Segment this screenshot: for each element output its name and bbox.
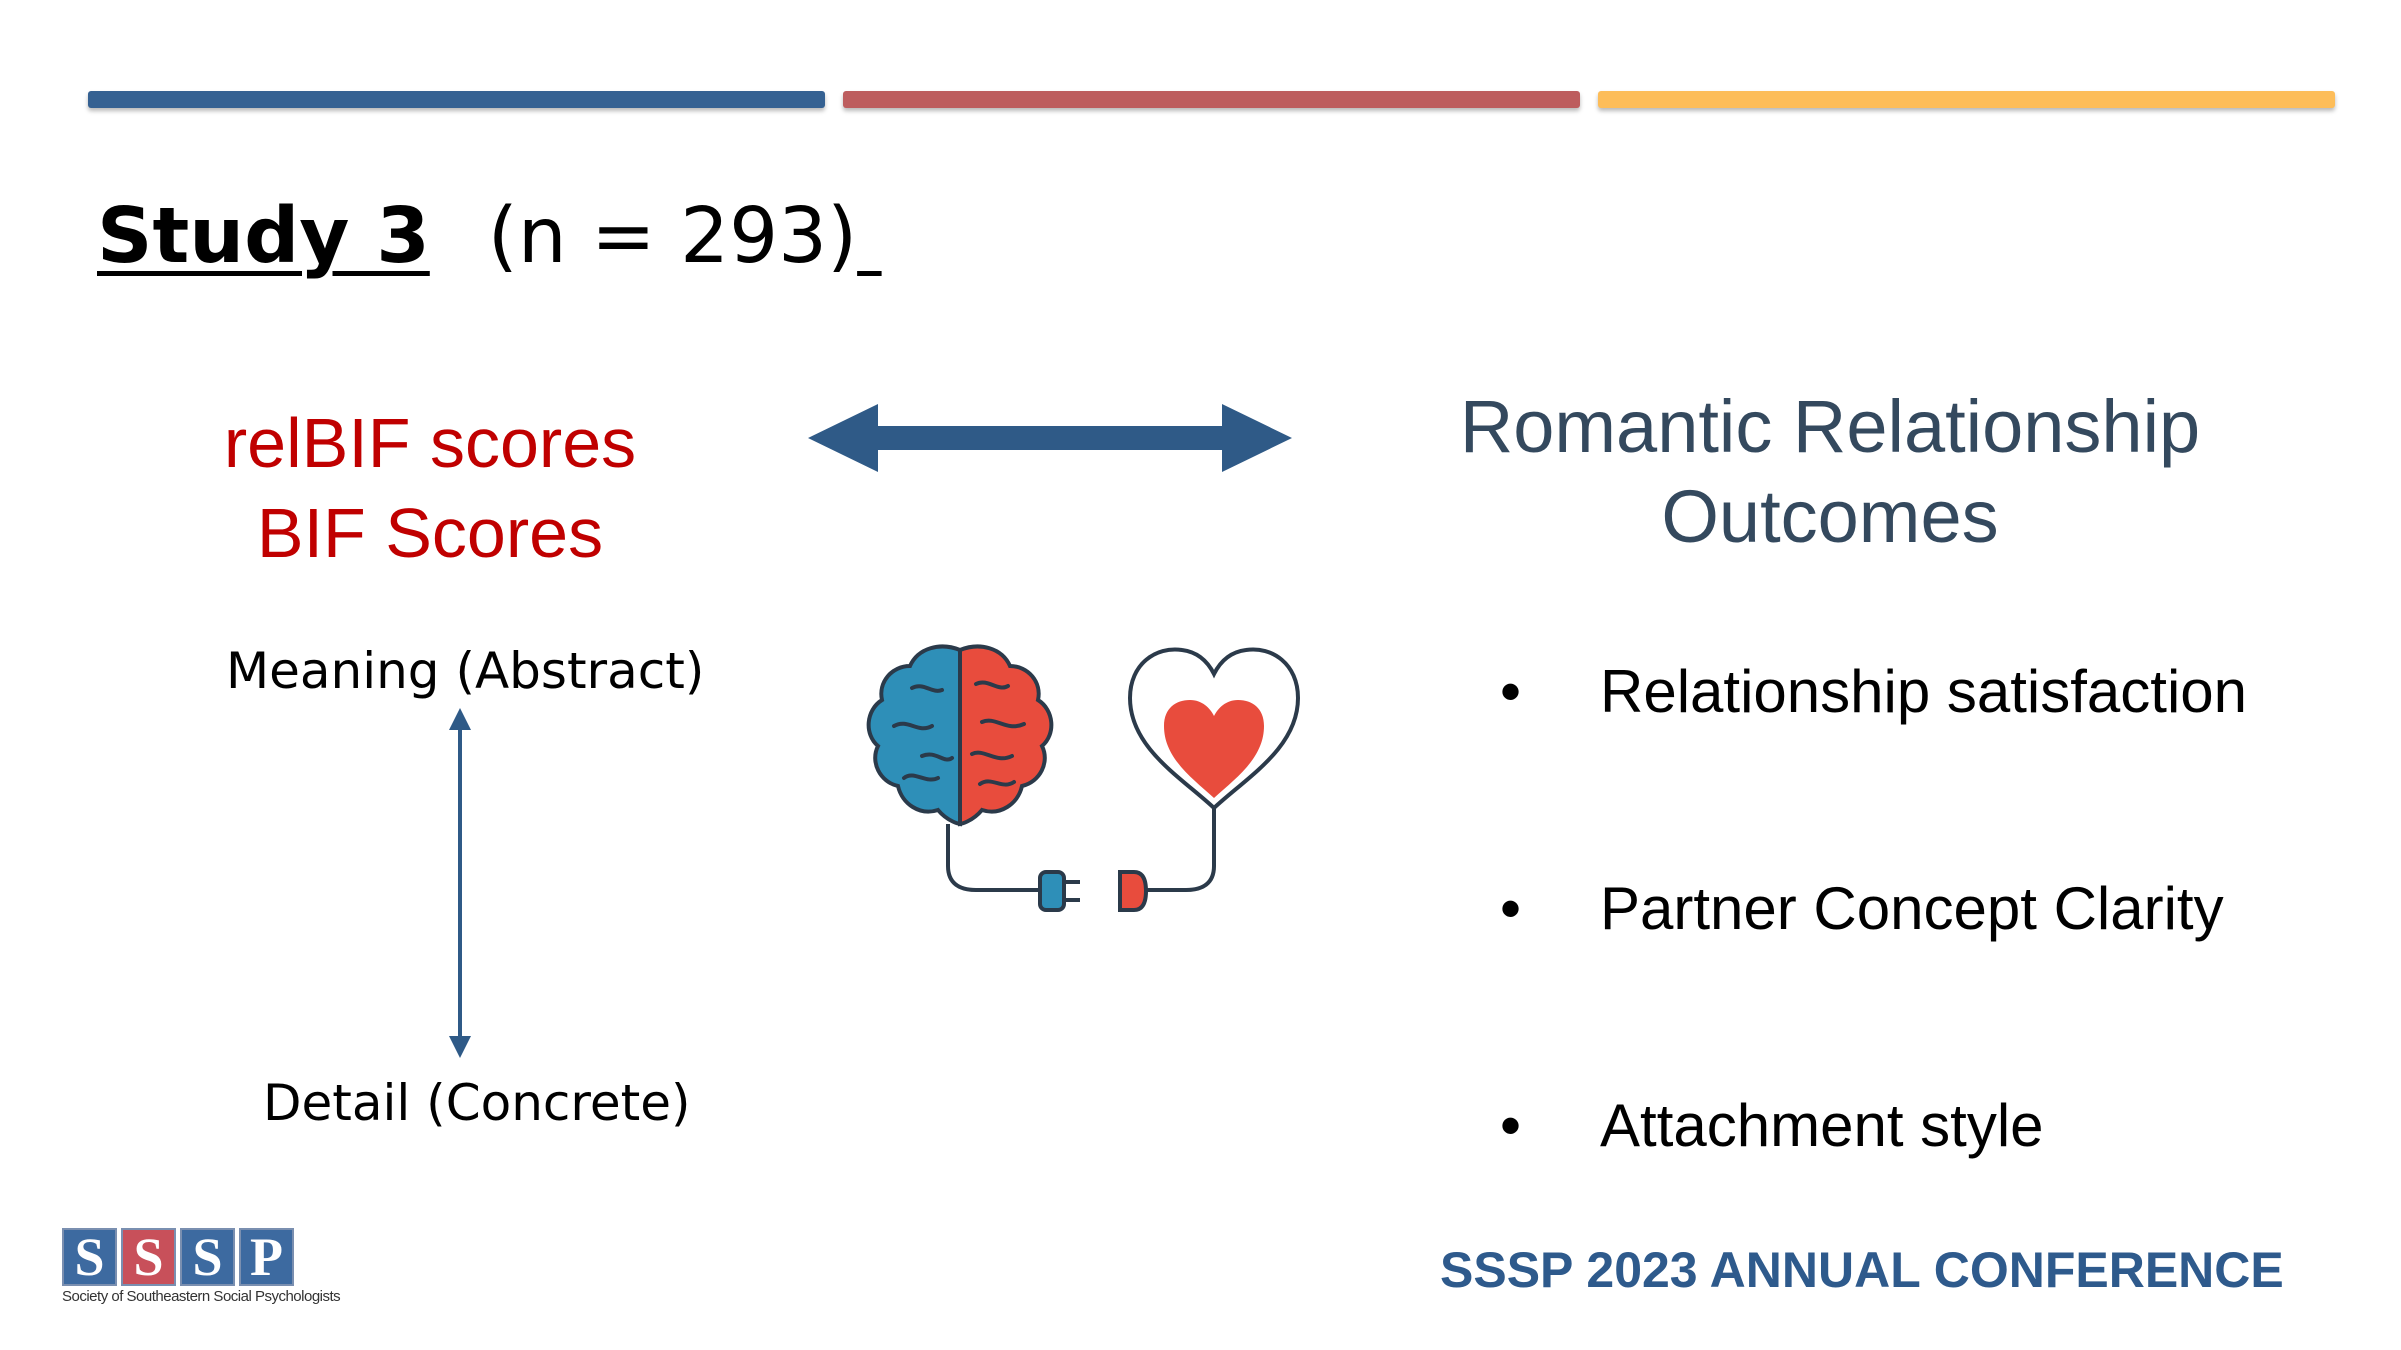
logo-letter: S bbox=[62, 1227, 117, 1287]
bullet-text: Attachment style bbox=[1600, 1092, 2044, 1159]
heart-icon bbox=[1127, 647, 1301, 811]
logo-letter: P bbox=[239, 1227, 294, 1287]
double-headed-arrow-icon bbox=[808, 404, 1292, 472]
brain-icon bbox=[866, 644, 1054, 827]
bullet-marker: • bbox=[1500, 1092, 1522, 1159]
plug-icon bbox=[1038, 870, 1149, 912]
bullet-text: Relationship satisfaction bbox=[1600, 658, 2248, 725]
sssp-logo: S S S P Society of Southeastern Social P… bbox=[62, 1227, 341, 1324]
axis-label-concrete: Detail (Concrete) bbox=[263, 1074, 691, 1132]
bullet-marker: • bbox=[1500, 875, 1522, 942]
logo-letter: S bbox=[180, 1227, 235, 1287]
predictor-heading: relBIF scores BIF Scores bbox=[130, 398, 730, 578]
logo-letters: S S S P bbox=[62, 1227, 298, 1287]
sample-size: (n = 293) bbox=[487, 192, 858, 281]
bullet-marker: • bbox=[1500, 658, 1522, 725]
logo-letter: S bbox=[121, 1227, 176, 1287]
top-bar-blue bbox=[88, 91, 825, 108]
outcome-heading: Romantic Relationship Outcomes bbox=[1380, 382, 2280, 562]
brain-heart-illustration bbox=[866, 644, 1301, 912]
study-label: Study 3 bbox=[97, 192, 430, 281]
slide-title: Study 3(n = 293) bbox=[97, 198, 882, 275]
bullet-text: Partner Concept Clarity bbox=[1600, 875, 2224, 942]
predictor-line-relbif: relBIF scores bbox=[223, 404, 637, 482]
predictor-line-bif: BIF Scores bbox=[256, 494, 604, 572]
double-arrow-shape bbox=[808, 404, 1292, 472]
outcome-line-1: Romantic Relationship bbox=[1459, 385, 2201, 468]
conference-footer: SSSP 2023 ANNUAL CONFERENCE bbox=[1440, 1242, 2284, 1298]
logo-caption: Society of Southeastern Social Psycholog… bbox=[62, 1288, 341, 1305]
vertical-double-arrow-icon bbox=[449, 708, 471, 1058]
axis-label-abstract: Meaning (Abstract) bbox=[226, 642, 705, 700]
top-bar-yellow bbox=[1598, 91, 2335, 108]
top-bar-red bbox=[843, 91, 1580, 108]
outcome-line-2: Outcomes bbox=[1661, 475, 1999, 558]
